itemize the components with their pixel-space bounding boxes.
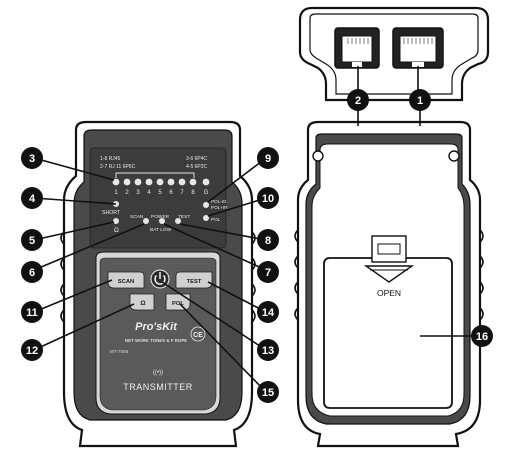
ce-mark: CE bbox=[193, 332, 203, 339]
screw-icon bbox=[312, 150, 324, 162]
led-6-indicator bbox=[167, 178, 175, 186]
svg-text:4: 4 bbox=[29, 193, 36, 205]
led-number: 8 bbox=[191, 190, 195, 196]
led-5-indicator bbox=[156, 178, 164, 186]
callout-5: 5 bbox=[21, 229, 43, 251]
rj11-port bbox=[334, 27, 380, 69]
svg-text:12: 12 bbox=[26, 345, 38, 357]
svg-text:5: 5 bbox=[29, 235, 35, 247]
callout-4: 4 bbox=[21, 187, 43, 209]
pol-neg-indicator bbox=[203, 202, 209, 208]
callouts: 1 2 3 4 5 6 7 8 9 10 11 12 13 14 15 16 bbox=[21, 89, 493, 403]
led-number: G bbox=[204, 190, 209, 196]
scan-indicator bbox=[143, 218, 149, 224]
callout-2: 2 bbox=[347, 89, 369, 111]
callout-13: 13 bbox=[257, 339, 279, 361]
led-header-right-1: 3-6 6P4C bbox=[186, 156, 208, 162]
svg-text:14: 14 bbox=[262, 307, 275, 319]
callout-10: 10 bbox=[257, 187, 279, 209]
svg-text:8: 8 bbox=[265, 235, 271, 247]
callout-14: 14 bbox=[257, 301, 279, 323]
led-header-left-2: 2-7 RJ 11 6P6C bbox=[100, 164, 136, 170]
led-7-indicator bbox=[178, 178, 186, 186]
leader-lines bbox=[33, 66, 480, 393]
led-3-indicator bbox=[134, 178, 142, 186]
led-header-left-1: 1-8 RJ45 bbox=[100, 156, 121, 162]
screw-icon bbox=[448, 150, 460, 162]
ohm-indicator bbox=[113, 218, 119, 224]
callout-7: 7 bbox=[257, 261, 279, 283]
open-label: OPEN bbox=[377, 288, 401, 298]
callout-3: 3 bbox=[21, 147, 43, 169]
scan-button-label: SCAN bbox=[118, 279, 134, 285]
front-unit: 1-8 RJ45 2-7 RJ 11 6P6C 3-6 6P4C 4-5 6P2… bbox=[60, 120, 256, 448]
led-row bbox=[112, 178, 210, 186]
callout-12: 12 bbox=[21, 339, 43, 361]
led-number: 6 bbox=[169, 190, 173, 196]
pol-label-1: POL-IG bbox=[211, 199, 227, 204]
led-number: 2 bbox=[125, 190, 129, 196]
svg-text:16: 16 bbox=[476, 331, 488, 343]
callout-6: 6 bbox=[21, 261, 43, 283]
ohm-button-label: Ω bbox=[140, 300, 145, 307]
svg-text:10: 10 bbox=[262, 193, 274, 205]
svg-text:9: 9 bbox=[265, 153, 271, 165]
led-2-indicator bbox=[123, 178, 131, 186]
pol-label-3: POL bbox=[211, 217, 221, 222]
power-indicator bbox=[159, 218, 165, 224]
model-number: MT-7008 bbox=[110, 349, 129, 354]
back-unit: OPEN bbox=[294, 120, 484, 448]
ohm-label: Ω bbox=[114, 227, 119, 234]
tagline: NET WORK TONES & F ROPE bbox=[125, 338, 187, 343]
power-label: POWER bbox=[151, 214, 170, 220]
scan-led-label: SCAN bbox=[130, 214, 144, 220]
led-4-indicator bbox=[145, 178, 153, 186]
pol-button[interactable]: POL bbox=[165, 293, 191, 311]
callout-16: 16 bbox=[471, 325, 493, 347]
svg-text:6: 6 bbox=[29, 267, 35, 279]
led-g-indicator bbox=[202, 178, 210, 186]
svg-text:1: 1 bbox=[417, 95, 423, 107]
test-led-label: TEST bbox=[178, 214, 190, 220]
test-indicator bbox=[175, 218, 181, 224]
svg-text:13: 13 bbox=[262, 345, 274, 357]
pol-indicator bbox=[203, 215, 209, 221]
test-button-label: TEST bbox=[187, 279, 202, 285]
svg-text:15: 15 bbox=[262, 387, 274, 399]
pol-button-label: POL bbox=[172, 301, 184, 307]
pol-label-2: POL+IR bbox=[211, 205, 228, 210]
led-1-indicator bbox=[112, 178, 120, 186]
brand-logo: Pro'sKit bbox=[135, 321, 178, 333]
svg-text:7: 7 bbox=[265, 267, 271, 279]
led-number: 7 bbox=[180, 190, 184, 196]
svg-text:11: 11 bbox=[26, 307, 38, 319]
led-header-right-2: 4-5 6P2C bbox=[186, 164, 208, 170]
led-number: 5 bbox=[158, 190, 162, 196]
transmitter-label: TRANSMITTER bbox=[123, 382, 193, 392]
callout-9: 9 bbox=[257, 147, 279, 169]
led-8-indicator bbox=[189, 178, 197, 186]
short-label: SHORT bbox=[102, 210, 121, 216]
callout-11: 11 bbox=[21, 301, 43, 323]
ohm-button[interactable]: Ω bbox=[129, 293, 155, 311]
batlow-label: BAT LOW bbox=[150, 227, 172, 233]
test-button[interactable]: TEST bbox=[175, 271, 213, 289]
battery-cover bbox=[323, 235, 453, 409]
callout-8: 8 bbox=[257, 229, 279, 251]
signal-icon: ((•)) bbox=[153, 370, 163, 376]
scan-button[interactable]: SCAN bbox=[107, 271, 145, 289]
led-number: 1 bbox=[114, 190, 118, 196]
power-icon bbox=[154, 275, 166, 285]
svg-text:2: 2 bbox=[355, 95, 361, 107]
remote-adapter bbox=[298, 6, 490, 102]
led-number: 4 bbox=[147, 190, 151, 196]
led-number: 3 bbox=[136, 190, 140, 196]
svg-text:3: 3 bbox=[29, 153, 35, 165]
callout-1: 1 bbox=[409, 89, 431, 111]
callout-15: 15 bbox=[257, 381, 279, 403]
rj45-port bbox=[392, 27, 444, 69]
